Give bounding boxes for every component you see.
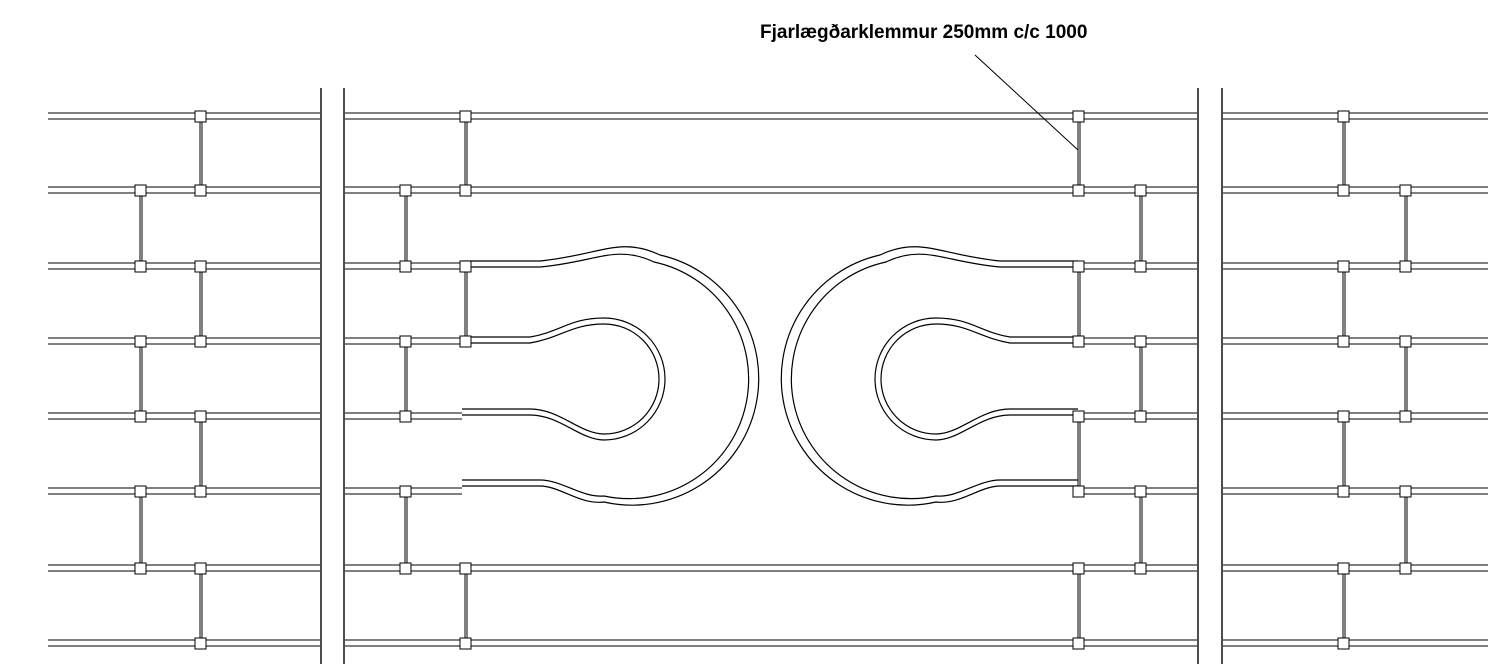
pipe-runs [48,112,1488,647]
spacer-clip [1399,260,1412,273]
beams [320,88,1223,664]
left-loop-outer [462,246,760,506]
spacer-clip [134,410,147,423]
spacer-clip-annotation: Fjarlægðarklemmur 250mm c/c 1000 [760,22,1088,43]
right-loop-outer-inner [790,253,1078,500]
spacer-clip [1072,184,1085,197]
spacer-clip [194,260,207,273]
spacer-clip [134,562,147,575]
annotation-leader-line [974,54,1079,151]
left-loop-outer-inner [462,253,750,500]
spacer-clip [1134,562,1147,575]
spacer-clip [399,410,412,423]
spacer-clip [459,637,472,650]
spacer-clip [1399,410,1412,423]
spacer-clip [1399,335,1412,348]
spacer-clip [1337,110,1350,123]
spacer-clip [1134,184,1147,197]
spacer-clip [399,562,412,575]
right-loop-inner-inner [880,323,1078,435]
spacer-clip [459,110,472,123]
spacer-clip [1134,335,1147,348]
spacer-clip [1072,562,1085,575]
spacer-clip [1072,637,1085,650]
right-loop-outer [780,246,1078,506]
spacer-clips [134,110,1412,650]
spacer-clip [1134,260,1147,273]
spacer-clip [134,335,147,348]
right-loop-inner [874,317,1078,441]
spacer-clip [134,184,147,197]
pipe-loops [462,246,1078,506]
spacer-clip [194,110,207,123]
clip-ties [139,116,1408,643]
spacer-clip [194,335,207,348]
spacer-clip [194,562,207,575]
spacer-clip [1072,260,1085,273]
spacer-clip [399,184,412,197]
spacer-clip [194,410,207,423]
spacer-clip [1134,410,1147,423]
spacer-clip [1337,184,1350,197]
spacer-clip [1337,410,1350,423]
spacer-clip [194,485,207,498]
spacer-clip [134,485,147,498]
spacer-clip [1337,260,1350,273]
spacer-clip [1072,335,1085,348]
spacer-clip [459,260,472,273]
spacer-clip [399,485,412,498]
spacer-clip [194,184,207,197]
spacer-clip [1072,485,1085,498]
spacer-clip [399,335,412,348]
spacer-clip [459,184,472,197]
spacer-clip [1399,485,1412,498]
spacer-clip [459,335,472,348]
spacer-clip [1072,110,1085,123]
spacer-clip [1337,335,1350,348]
spacer-clip [1134,485,1147,498]
spacer-clip [1337,637,1350,650]
spacer-clip [134,260,147,273]
spacer-clip [399,260,412,273]
left-loop-inner-inner [462,323,660,435]
spacer-clip [194,637,207,650]
spacer-clip [459,562,472,575]
spacer-clip [1072,410,1085,423]
spacer-clip [1399,562,1412,575]
left-loop-inner [462,317,666,441]
spacer-clip [1399,184,1412,197]
spacer-clip [1337,562,1350,575]
spacer-clip [1337,485,1350,498]
